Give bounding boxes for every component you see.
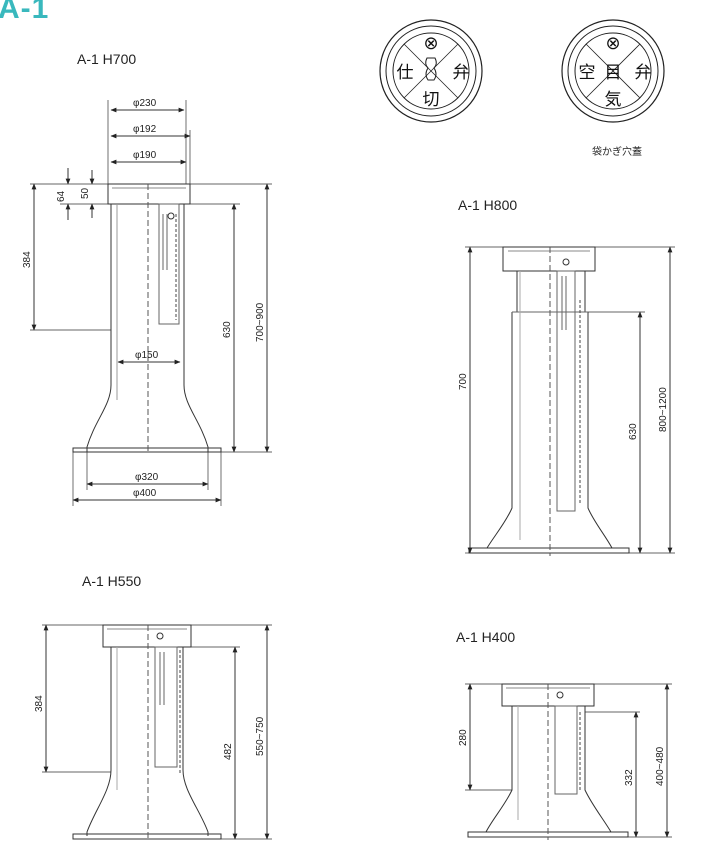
drawing-label-h550: A-1 H550 bbox=[82, 573, 142, 589]
cover-left-label-bottom: 切 bbox=[423, 90, 440, 109]
h550-dim-v482: 482 bbox=[223, 743, 234, 760]
drawing-h800 bbox=[465, 246, 675, 556]
h550-dim-v384: 384 bbox=[34, 695, 45, 712]
drawing-h400 bbox=[465, 683, 672, 840]
h800-dim-v630: 630 bbox=[628, 423, 639, 440]
h700-dim-d230: φ230 bbox=[133, 98, 157, 109]
h700-dim-d150: φ150 bbox=[135, 350, 159, 361]
drawing-h550 bbox=[42, 624, 272, 840]
drawing-label-h800: A-1 H800 bbox=[458, 197, 518, 213]
page-title: A-1 bbox=[0, 0, 50, 25]
h700-dim-d192: φ192 bbox=[133, 124, 157, 135]
cover-right-top-icon: ⊗ bbox=[605, 33, 620, 53]
cover-right-label-left: 空 bbox=[579, 63, 596, 82]
h700-dim-v64: 64 bbox=[56, 190, 67, 202]
cover-right-label-right: 弁 bbox=[635, 63, 652, 82]
h700-dim-d400: φ400 bbox=[133, 488, 157, 499]
h800-dim-v700: 700 bbox=[458, 373, 469, 390]
drawing-label-h400: A-1 H400 bbox=[456, 629, 516, 645]
h700-dim-v384: 384 bbox=[22, 251, 33, 268]
h400-dim-v400-480: 400~480 bbox=[655, 746, 666, 786]
cover-right-label-bottom: 気 bbox=[605, 90, 622, 109]
h800-dim-v800-1200: 800~1200 bbox=[658, 387, 669, 432]
drawing-h700 bbox=[30, 100, 272, 506]
h700-body-outline bbox=[86, 204, 209, 452]
cover-right-label-center: 目 bbox=[605, 63, 622, 82]
h400-dim-v332: 332 bbox=[624, 769, 635, 786]
h550-dim-v550-750: 550~750 bbox=[255, 716, 266, 756]
h700-dim-v700-900: 700~900 bbox=[255, 302, 266, 342]
h700-top-flange bbox=[107, 183, 191, 205]
covers-caption: 袋かぎ穴蓋 bbox=[592, 147, 642, 158]
h700-dim-d190: φ190 bbox=[133, 150, 157, 161]
cover-right bbox=[561, 19, 665, 123]
cover-left-label-left: 仕 bbox=[397, 63, 414, 82]
h700-dim-v50: 50 bbox=[80, 187, 91, 199]
cover-left-top-icon: ⊗ bbox=[423, 33, 438, 53]
drawing-label-h700: A-1 H700 bbox=[77, 51, 137, 67]
h700-dim-v630: 630 bbox=[222, 321, 233, 338]
cover-left-label-right: 弁 bbox=[453, 63, 470, 82]
h400-dim-v280: 280 bbox=[458, 729, 469, 746]
h700-base bbox=[72, 447, 222, 453]
h700-dim-d320: φ320 bbox=[135, 472, 159, 483]
cover-left bbox=[379, 19, 483, 123]
